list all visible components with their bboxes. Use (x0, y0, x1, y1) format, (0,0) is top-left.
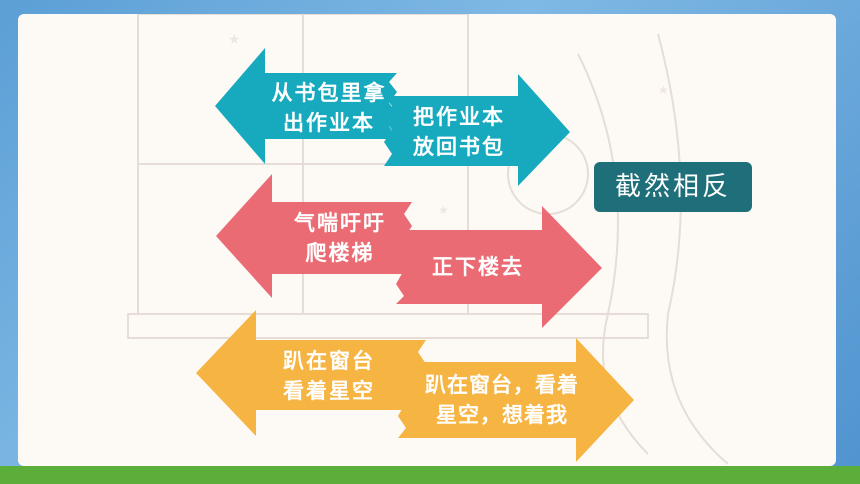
arrow-left-1-label: 从书包里拿出作业本 (271, 81, 387, 135)
arrow-right-3-label: 趴在窗台，看着星空，想着我 (425, 373, 579, 427)
arrow-left-2-label: 气喘吁吁爬楼梯 (294, 211, 386, 265)
arrow-right-1: 把作业本放回书包 (384, 74, 570, 186)
grass-strip (0, 466, 860, 484)
arrow-left-1: 从书包里拿出作业本 (215, 48, 400, 164)
arrow-right-2-label: 正下楼去 (432, 255, 524, 279)
arrow-left-3-label: 趴在窗台看着星空 (283, 349, 375, 403)
svg-text:★: ★ (658, 83, 669, 97)
svg-text:★: ★ (228, 32, 241, 48)
arrow-right-3: 趴在窗台，看着星空，想着我 (398, 338, 634, 462)
arrow-right-2: 正下楼去 (396, 206, 602, 328)
badge-opposite: 截然相反 (594, 162, 752, 212)
arrow-left-3: 趴在窗台看着星空 (196, 310, 430, 436)
svg-text:★: ★ (438, 203, 449, 217)
arrow-left-2: 气喘吁吁爬楼梯 (216, 174, 416, 298)
arrow-right-1-label: 把作业本放回书包 (413, 105, 505, 159)
